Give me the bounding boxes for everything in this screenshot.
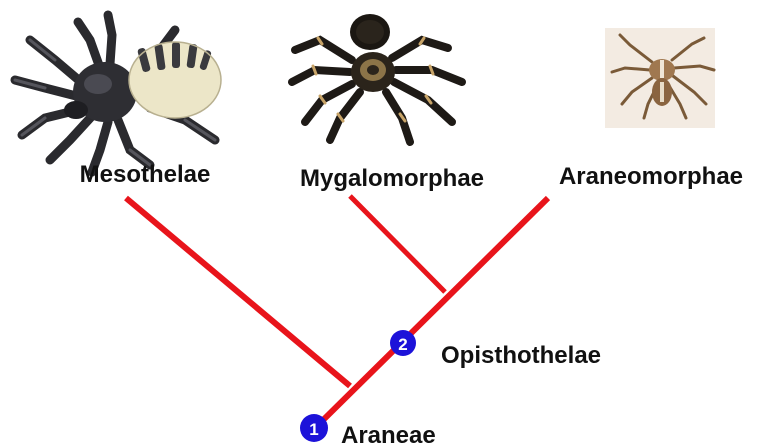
mesothelae-spider-image: [15, 15, 221, 172]
node-2-number: 2: [398, 335, 407, 354]
node-1-number: 1: [309, 420, 318, 439]
label-mygalomorphae: Mygalomorphae: [300, 165, 484, 192]
branch-mygalomorphae: [350, 196, 445, 292]
label-araneae: Araneae: [341, 422, 436, 448]
araneomorphae-spider-image: [605, 28, 715, 128]
branch-opisthothelae-stem: [313, 198, 548, 430]
tree-branches: [126, 196, 548, 430]
mygalomorphae-spider-image: [292, 14, 462, 142]
label-opisthothelae: Opisthothelae: [441, 342, 601, 369]
label-mesothelae: Mesothelae: [80, 161, 211, 188]
node-2: 2: [390, 330, 416, 356]
node-1: 1: [300, 414, 328, 442]
label-araneomorphae: Araneomorphae: [559, 163, 743, 190]
branch-mesothelae: [126, 198, 350, 386]
